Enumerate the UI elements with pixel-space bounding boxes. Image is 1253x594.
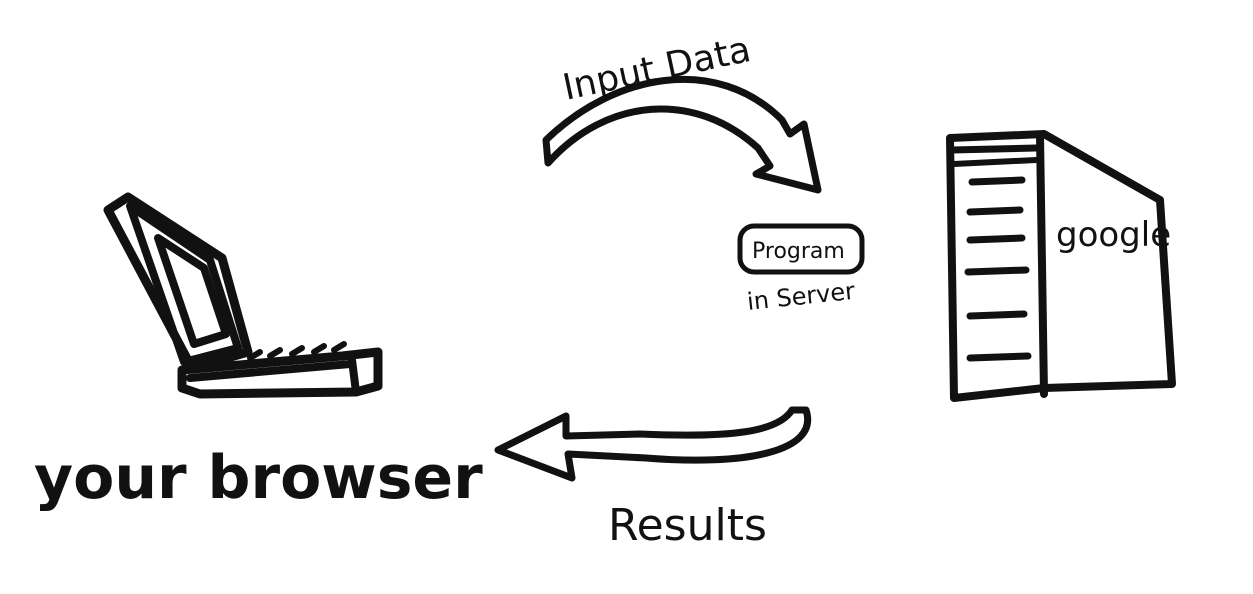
laptop-icon — [103, 192, 383, 399]
input-data-label: Input Data — [559, 29, 754, 109]
program-label: Program — [752, 239, 845, 264]
program-bubble — [737, 223, 865, 275]
request-arrow — [542, 75, 822, 194]
server-brand-label: google — [1056, 215, 1171, 255]
response-arrow — [494, 406, 812, 482]
browser-label: your browser — [34, 443, 483, 513]
server-tower-icon — [946, 130, 1176, 402]
results-label: Results — [608, 500, 767, 551]
in-server-label: in Server — [746, 277, 857, 316]
